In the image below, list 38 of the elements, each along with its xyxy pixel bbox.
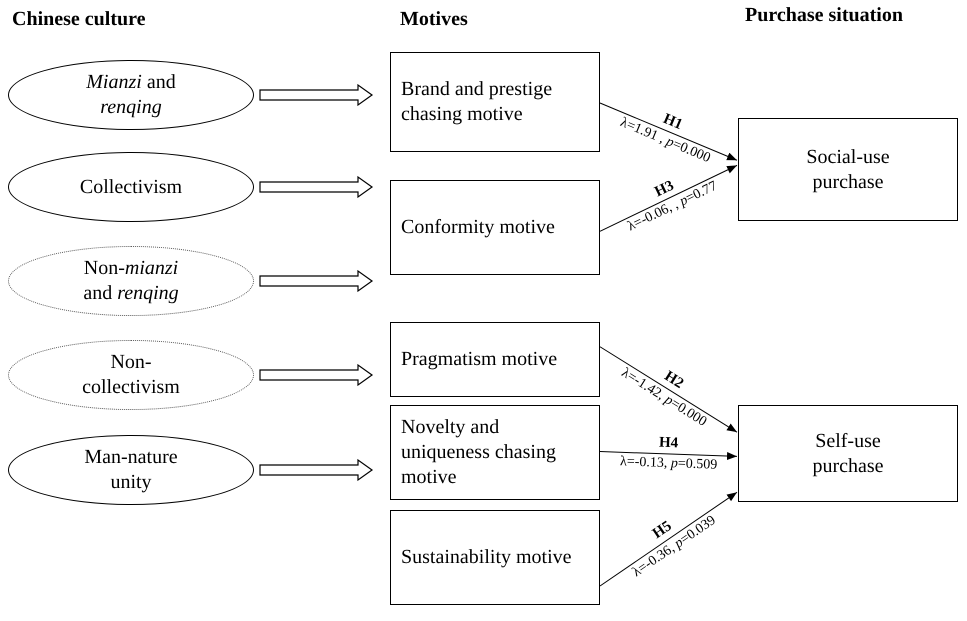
edge-label: H4 [659, 436, 679, 452]
process-box [390, 405, 600, 500]
arrow [600, 102, 738, 161]
process-box [738, 405, 958, 502]
node-text: Social-use purchase [805, 144, 891, 194]
hollow-arrow [259, 176, 374, 198]
arrow [600, 346, 738, 433]
statistic-label: λ=-0.13, p=0.509 [619, 455, 718, 473]
process-box [390, 180, 600, 275]
node-text: Conformity motive [401, 215, 555, 240]
edge-label: H5 [650, 519, 676, 542]
column-heading: Purchase situation [745, 4, 903, 27]
hollow-arrow [259, 364, 374, 386]
node-text: Non-collectivism [81, 350, 181, 400]
arrow [600, 164, 738, 232]
column-heading: Motives [400, 8, 468, 31]
edge-label: H2 [662, 370, 686, 392]
node-text: Pragmatism motive [401, 347, 558, 372]
arrow [600, 492, 738, 586]
node-text: Self-use purchase [811, 428, 885, 478]
node-text: Collectivism [78, 174, 184, 200]
process-box [390, 322, 600, 397]
process-box [390, 52, 600, 152]
node-text: Sustainability motive [401, 545, 572, 570]
node-text: Non-mianzi and renqing [82, 256, 180, 306]
node-text: Brand and prestige chasing motive [401, 77, 554, 127]
process-box [738, 118, 958, 221]
node-text: Novelty and uniqueness chasing motive [401, 415, 557, 490]
process-box [390, 510, 600, 605]
arrow [600, 451, 738, 460]
edge-label: H1 [660, 112, 684, 133]
hollow-arrow [259, 270, 374, 292]
hollow-arrow [259, 84, 374, 106]
node-text: Man-nature unity [83, 445, 179, 495]
hollow-arrow [259, 458, 374, 482]
column-heading: Chinese culture [12, 8, 146, 31]
edge-label: H3 [652, 178, 676, 200]
node-text: Mianzi and renqing [85, 70, 177, 120]
